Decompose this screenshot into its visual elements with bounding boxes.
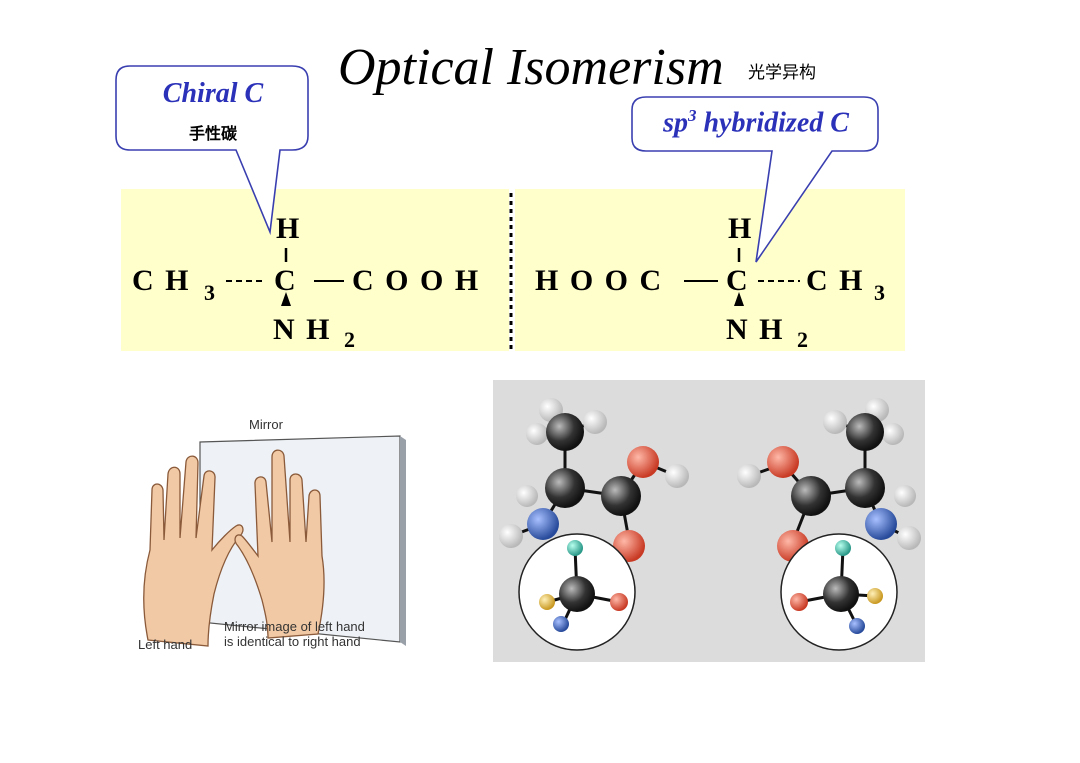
mirror-label: Mirror [249,417,283,432]
right-enantiomer-model [737,398,921,651]
hands-mirror-illustration [143,435,406,647]
chiral-c-label: Chiral C [162,78,264,109]
page-title: Optical Isomerism [338,39,724,96]
mirror-image-caption: Mirror image of left hand is identical t… [224,619,365,649]
left-structure-panel [121,189,509,351]
right-nh2-subscript: 2 [797,327,808,352]
left-enantiomer-model [499,398,689,651]
left-nh2-group: N H [273,313,332,346]
left-wedge-bond [281,292,291,306]
right-ch3-subscript: 3 [874,280,885,305]
ball-and-stick-models [499,398,921,651]
mirror-image-hand-icon [234,449,325,639]
page-title-chinese: 光学异构 [748,63,816,83]
mirror-edge [400,436,406,646]
right-nh2-group: N H [726,313,785,346]
right-hooc-group: H O O C [535,264,664,297]
left-ch3-subscript: 3 [204,280,215,305]
left-hand-label: Left hand [138,637,193,652]
left-hand-icon [143,455,244,647]
left-nh2-subscript: 2 [344,327,355,352]
left-top-h: H [276,212,302,245]
right-chiral-carbon: C [726,264,750,297]
right-top-h: H [728,212,754,245]
sp3-hybridized-label: sp3 hybridized C [663,106,849,139]
right-structure-panel [515,189,905,351]
left-ch3-group: C H [132,264,191,297]
chiral-callout-bubble [115,65,309,236]
chiral-c-chinese-label: 手性碳 [188,124,237,143]
left-chiral-carbon: C [274,264,298,297]
left-cooh-group: C O O H [352,264,481,297]
right-ch3-group: C H [806,264,865,297]
right-wedge-bond [734,292,744,306]
sp3-callout-bubble [631,96,879,263]
